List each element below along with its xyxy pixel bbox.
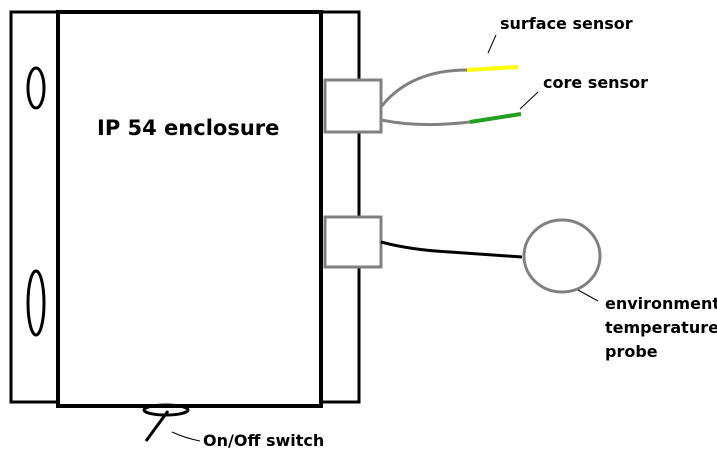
surface-sensor-cable bbox=[379, 68, 468, 108]
surface-sensor-label: surface sensor bbox=[500, 14, 633, 33]
probe-label-line: environment bbox=[605, 294, 717, 313]
switch-label: On/Off switch bbox=[203, 431, 325, 450]
core-sensor-cable bbox=[380, 118, 471, 127]
enclosure-main-box bbox=[56, 10, 323, 408]
switch-pointer-line bbox=[171, 431, 201, 442]
environment-probe bbox=[522, 218, 602, 294]
enclosure-left-panel bbox=[9, 10, 60, 404]
mounting-slot-bottom bbox=[26, 269, 46, 337]
core-sensor-label: core sensor bbox=[543, 73, 648, 92]
enclosure-label: IP 54 enclosure bbox=[97, 116, 280, 140]
core-sensor-tip bbox=[469, 112, 522, 124]
probe-connector bbox=[323, 215, 383, 269]
mounting-slot-top bbox=[26, 66, 46, 110]
surface-sensor-tip bbox=[466, 65, 519, 72]
probe-label-line: probe bbox=[605, 342, 658, 361]
surface-pointer-line bbox=[487, 34, 497, 54]
sensor-connector-top bbox=[323, 78, 383, 134]
probe-cable bbox=[380, 240, 523, 259]
probe-pointer-line bbox=[577, 289, 599, 302]
enclosure-right-panel bbox=[319, 10, 361, 404]
probe-label: environment temperature probe bbox=[605, 292, 717, 364]
probe-label-line: temperature bbox=[605, 318, 717, 337]
switch-lever bbox=[144, 410, 170, 442]
core-pointer-line bbox=[519, 91, 539, 110]
